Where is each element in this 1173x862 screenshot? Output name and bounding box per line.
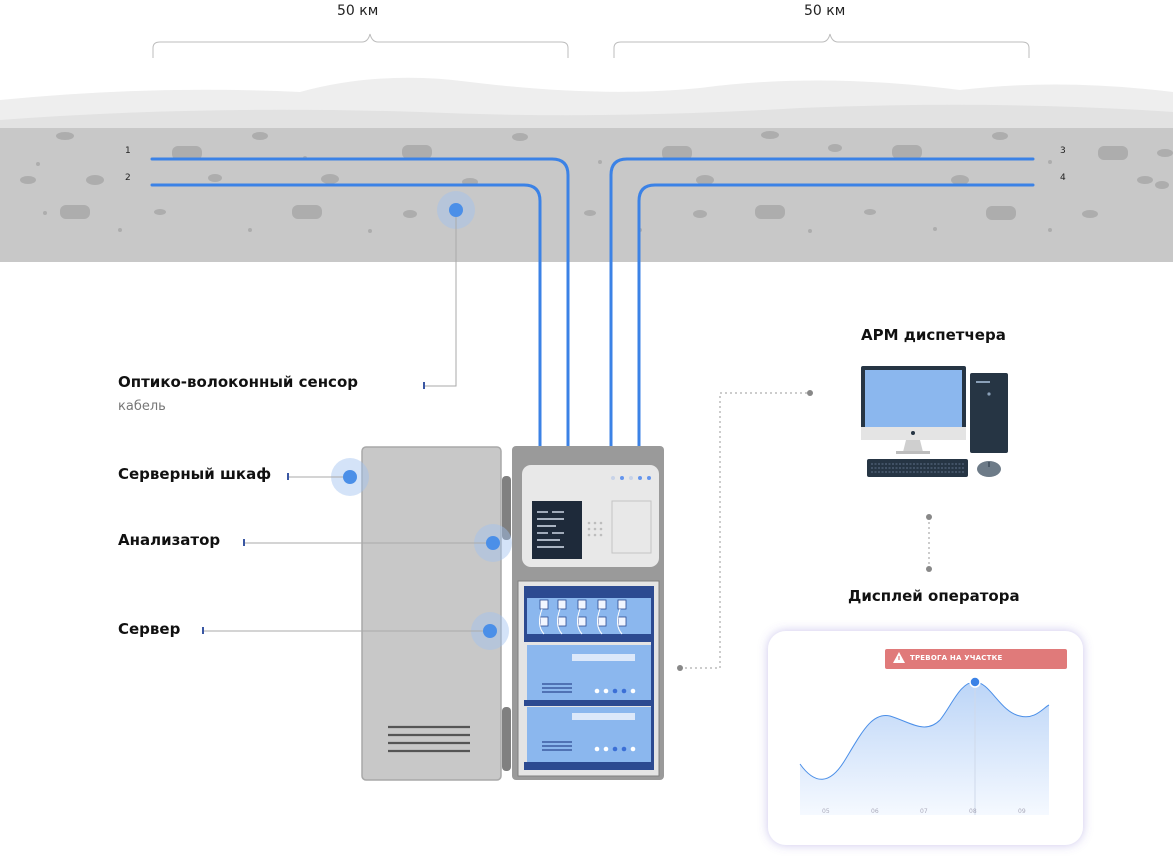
cabinet-callout-point [343,470,357,484]
server-leader-tick [202,627,204,634]
distance-brace-right [613,33,1030,58]
display-tick-09: 09 [1018,808,1026,815]
fibre-line-4 [637,183,1035,448]
rack-bottom [524,762,654,770]
analyzer-leader-tick [243,539,245,546]
pc-power-icon [987,392,991,396]
display-tick-06: 06 [871,808,879,815]
fibre-cables [150,157,1035,448]
cabinet-label: Серверный шкаф [118,465,272,483]
sensor-leader-tick [423,382,425,389]
server-unit-1-leds [594,688,636,694]
mouse [977,461,1001,477]
fibre-line-2 [150,183,542,448]
analyzer-screen-text [537,511,564,548]
network-link [680,392,810,669]
fibre-number-2: 2 [125,173,131,183]
analyzer-keypad [587,521,603,537]
analyzer-indicators [611,476,651,480]
sensor-leader-line [424,217,457,387]
display-tick-07: 07 [920,808,928,815]
monitor-base [896,451,930,454]
analyzer-screen [532,501,582,559]
display-tick-05: 05 [822,808,830,815]
distance-label-right: 50 км [804,3,846,19]
sensor-subtitle: кабель [118,399,166,414]
display-tick-08: 08 [969,808,977,815]
analyzer-callout-point [486,536,500,550]
server-unit-2-vents [542,741,572,751]
operator-display-label: Дисплей оператора [848,587,1020,605]
monitor-screen [865,370,962,427]
server-unit-2-label [572,713,635,720]
fibre-line-3 [609,157,1035,448]
fibre-number-4: 4 [1060,173,1066,183]
patch-connectors [538,599,627,635]
cabinet-leader-tick [287,473,289,480]
monitor-logo [911,431,915,435]
display-alert-text: ТРЕВОГА НА УЧАСТКЕ [910,654,1003,662]
server-label: Сервер [118,620,181,638]
server-unit-1-vents [542,683,572,693]
workstation-label: АРМ диспетчера [861,326,1006,344]
analyzer-slot [611,500,652,554]
distance-brace-left [152,33,569,58]
display-link-end-top [926,514,932,520]
monitor-stand [903,440,923,452]
network-link-end-workstation [807,390,813,396]
sensor-point [449,203,463,217]
rack-side-rail [651,586,654,770]
keyboard-keys [871,463,964,473]
pc-tower-drive [976,381,990,383]
rack-divider [524,636,654,642]
rack-divider-2 [524,700,654,706]
display-link-end-bottom [926,566,932,572]
network-link-end-server [677,665,683,671]
analyzer-label: Анализатор [118,531,221,549]
pc-tower [970,373,1008,453]
server-unit-1-label [572,654,635,661]
display-alert-point [969,676,981,688]
server-callout-point [483,624,497,638]
display-alert-banner [885,649,1067,669]
hinge-bottom [502,707,511,771]
server-unit-2-leds [594,746,636,752]
fibre-number-3: 3 [1060,146,1066,156]
fibre-number-1: 1 [125,146,131,156]
distance-label-left: 50 км [337,3,379,19]
display-chart-line [799,681,1050,780]
fibre-line-1 [150,157,570,448]
cabinet-door [361,446,502,781]
door-vent [388,725,470,753]
hinge-top [502,476,511,540]
display-chart-area [800,682,1049,815]
sensor-title: Оптико-волоконный сенсор [118,373,358,391]
